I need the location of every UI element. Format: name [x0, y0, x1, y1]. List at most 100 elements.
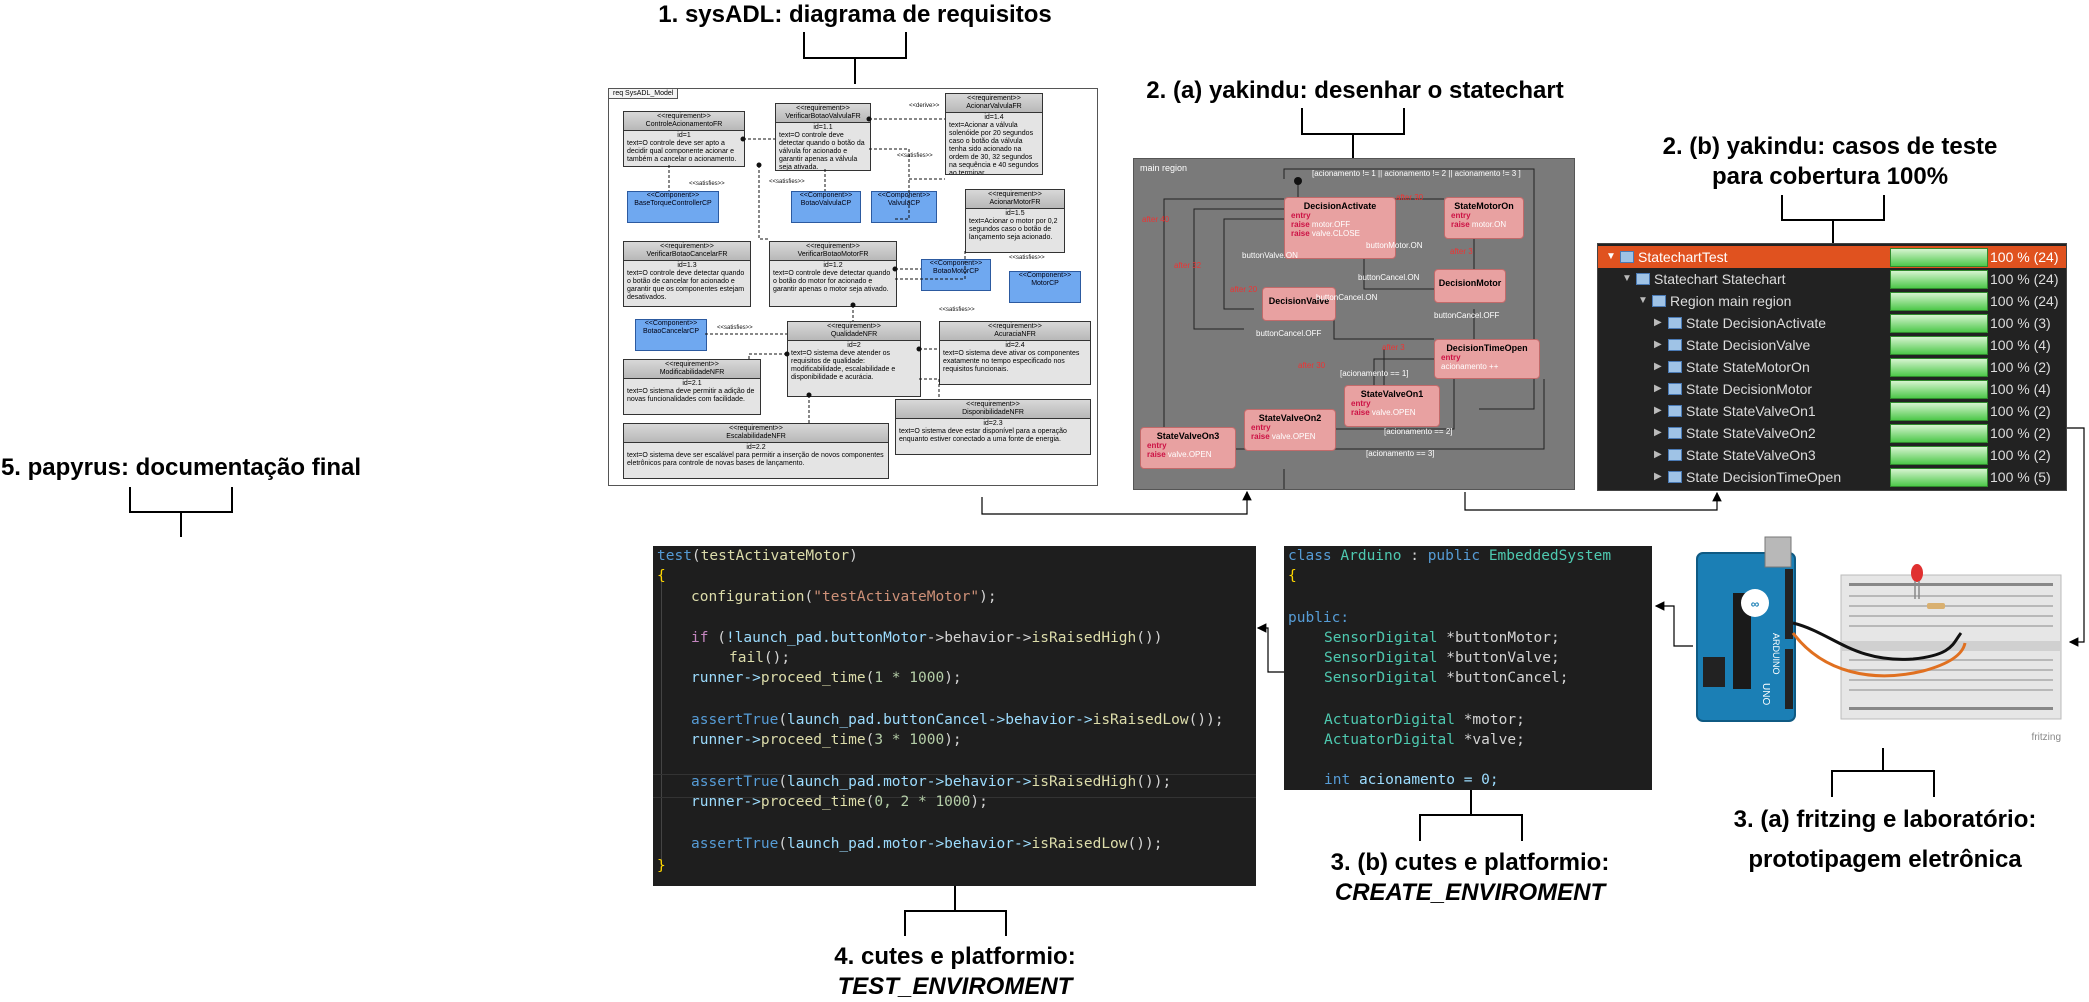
state-action: raise motor.ON	[1445, 220, 1523, 229]
region-label: main region	[1140, 163, 1188, 173]
test-env-code-panel[interactable]: test(testActivateMotor) { configuration(…	[653, 546, 1256, 886]
requirement-box[interactable]: <<requirement>>ModificabilidadeNFR id=2.…	[623, 359, 761, 415]
chevron-right-icon[interactable]: ▶	[1654, 449, 1662, 460]
transition-label: after 20	[1230, 285, 1258, 294]
code-base: EmbeddedSystem	[1488, 548, 1612, 564]
component-box[interactable]: <<Component>>ValvulaCP	[871, 191, 937, 223]
state-valve-on-1[interactable]: StateValveOn1 entry raise valve.OPEN	[1344, 385, 1440, 427]
code-type: ActuatorDigital	[1324, 712, 1455, 728]
requirement-box[interactable]: <<requirement>>VerificarBotaoMotorFR id=…	[769, 241, 897, 307]
chevron-right-icon[interactable]: ▶	[1654, 317, 1662, 328]
arrow-create-to-test	[1256, 623, 1284, 673]
code-fn: proceed_time	[760, 670, 866, 686]
tree-row-label: Statechart Statechart	[1654, 271, 1786, 287]
test-node-icon	[1620, 251, 1634, 263]
state-valve-on-2[interactable]: StateValveOn2 entry raise valve.OPEN	[1244, 409, 1336, 451]
chevron-right-icon[interactable]: ▶	[1654, 427, 1662, 438]
transition-label: after 30	[1298, 361, 1326, 370]
code-line: {	[1288, 568, 1297, 584]
bracket-papyrus	[129, 487, 233, 537]
component-box[interactable]: <<Component>>MotorCP	[1009, 271, 1081, 303]
code-class: Arduino	[1340, 548, 1402, 564]
chevron-right-icon[interactable]: ▶	[1654, 471, 1662, 482]
chevron-down-icon[interactable]: ▼	[1606, 251, 1616, 262]
state-decision-time-open[interactable]: DecisionTimeOpen entry acionamento ++	[1434, 339, 1540, 379]
req-text: text=O sistema deve atender os requisito…	[791, 350, 896, 381]
create-env-code-panel[interactable]: class Arduino : public EmbeddedSystem { …	[1284, 546, 1652, 790]
req-stereotype: <<requirement>>	[657, 113, 711, 120]
comp-name: BotaoCancelarCP	[642, 328, 700, 335]
requirement-box[interactable]: <<requirement>>VerificarBotaoValvulaFR i…	[775, 103, 871, 171]
state-name: DecisionTimeOpen	[1446, 343, 1528, 353]
requirement-box[interactable]: <<requirement>>DisponibilidadeNFR id=2.3…	[895, 399, 1091, 455]
state-action: entry	[1147, 441, 1167, 450]
bracket-fritzing	[1831, 748, 1935, 797]
req-stereotype: <<requirement>>	[967, 95, 1021, 102]
wire-black	[1792, 621, 1963, 661]
code-fn: proceed_time	[760, 794, 866, 810]
state-name: StateValveOn3	[1156, 431, 1220, 441]
chevron-right-icon[interactable]: ▶	[1654, 339, 1662, 350]
code-line: runner->proceed_time(3 * 1000);	[691, 732, 962, 748]
code-number: 1 * 1000	[874, 670, 945, 686]
code-type: SensorDigital	[1324, 650, 1438, 666]
yakindu-statechart: main region DecisionActivate entry raise…	[1133, 158, 1575, 490]
code-fn: isRaisedLow	[1031, 836, 1128, 852]
code-expr: runner->	[691, 732, 761, 748]
coverage-percent: 100 % (5)	[1990, 469, 2051, 485]
code-var: *motor;	[1463, 712, 1525, 728]
req-id: id=1.4	[984, 114, 1004, 121]
state-action: entry	[1251, 423, 1271, 432]
caption-test-env: 4. cutes e platformio: TEST_ENVIROMENT	[790, 942, 1120, 1002]
state-motor-on[interactable]: StateMotorOn entry raise motor.ON	[1444, 197, 1524, 239]
requirement-box[interactable]: <<requirement>>VerificarBotaoCancelarFR …	[623, 241, 751, 307]
state-decision-valve[interactable]: DecisionValve	[1262, 287, 1336, 321]
state-decision-motor[interactable]: DecisionMotor	[1434, 269, 1506, 303]
code-line: int acionamento = 0;	[1324, 772, 1499, 788]
code-keyword: class	[1288, 548, 1332, 564]
test-node-icon	[1668, 405, 1682, 417]
component-box[interactable]: <<Component>>BotaoMotorCP	[921, 259, 991, 291]
state-action: raise valve.OPEN	[1345, 408, 1439, 417]
chevron-right-icon[interactable]: ▶	[1654, 383, 1662, 394]
component-box[interactable]: <<Component>>BotaoCancelarCP	[635, 319, 707, 351]
chevron-right-icon[interactable]: ▶	[1654, 405, 1662, 416]
arduino-board[interactable]: ∞ ARDUINO UNO	[1696, 536, 1796, 722]
code-line: SensorDigital *buttonCancel;	[1324, 670, 1568, 686]
tree-row-label: Region main region	[1670, 293, 1792, 309]
component-box[interactable]: <<Component>>BaseTorqueControllerCP	[627, 191, 719, 223]
chevron-down-icon[interactable]: ▼	[1622, 273, 1632, 284]
requirement-box[interactable]: <<requirement>>ControleAcionamentoFR id=…	[623, 111, 745, 167]
led-icon	[1911, 564, 1923, 599]
state-decision-activate[interactable]: DecisionActivate entry raise motor.OFF r…	[1284, 197, 1396, 259]
component-box[interactable]: <<Component>>BotaoValvulaCP	[791, 191, 861, 223]
state-valve-on-3[interactable]: StateValveOn3 entry raise valve.OPEN	[1140, 427, 1236, 469]
test-node-icon	[1668, 471, 1682, 483]
caption-create-env-line1: 3. (b) cutes e platformio:	[1330, 849, 1610, 876]
req-name: DisponibilidadeNFR	[962, 409, 1024, 416]
transition-label: after 3	[1450, 247, 1473, 256]
chevron-right-icon[interactable]: ▶	[1654, 361, 1662, 372]
code-line: fail();	[729, 650, 791, 666]
arrow-yakindu-to-tree	[1464, 491, 1722, 511]
code-expr: !launch_pad.	[725, 630, 831, 646]
code-line: test(testActivateMotor)	[657, 548, 858, 564]
chevron-down-icon[interactable]: ▼	[1638, 295, 1648, 306]
action-arg: valve.OPEN	[1167, 450, 1212, 459]
